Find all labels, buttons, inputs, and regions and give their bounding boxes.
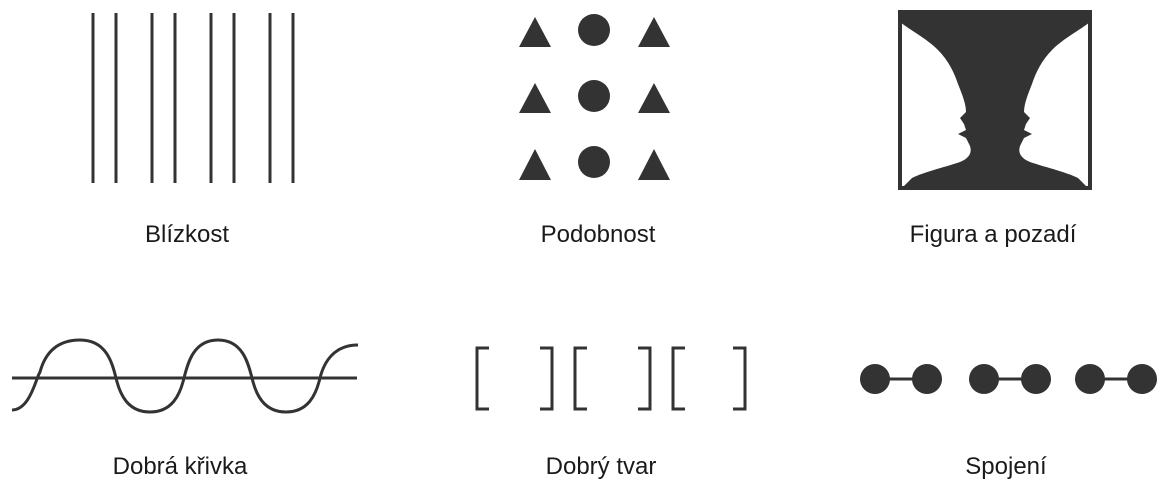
dot-shape xyxy=(1127,364,1157,394)
circle-shape xyxy=(578,80,610,112)
good-form-label: Dobrý tvar xyxy=(546,453,657,479)
similarity-label: Podobnost xyxy=(541,221,656,248)
similarity-figure xyxy=(519,14,670,180)
connectedness-label: Spojení xyxy=(965,453,1047,479)
triangle-shape xyxy=(519,83,551,113)
dot-shape xyxy=(1021,364,1051,394)
connectedness-figure xyxy=(860,364,1157,394)
triangle-shape xyxy=(519,149,551,180)
circle-shape xyxy=(578,14,610,46)
good-continuation-label: Dobrá křivka xyxy=(113,453,248,479)
left-bracket-icon xyxy=(673,348,685,409)
proximity-label: Blízkost xyxy=(145,221,229,248)
figure-ground-label: Figura a pozadí xyxy=(910,221,1077,248)
good-continuation-figure xyxy=(12,340,358,412)
wave-curve xyxy=(12,340,358,412)
triangle-shape xyxy=(638,149,670,180)
good-form-figure xyxy=(477,348,745,409)
dot-shape xyxy=(860,364,890,394)
dot-shape xyxy=(912,364,942,394)
right-bracket-icon xyxy=(733,348,745,409)
dot-shape xyxy=(969,364,999,394)
right-bracket-icon xyxy=(638,348,650,409)
left-bracket-icon xyxy=(477,348,489,409)
figure-ground-figure xyxy=(900,12,1090,188)
proximity-figure xyxy=(93,13,293,183)
right-bracket-icon xyxy=(540,348,552,409)
triangle-shape xyxy=(638,83,670,113)
circle-shape xyxy=(578,146,610,178)
triangle-shape xyxy=(638,17,670,47)
triangle-shape xyxy=(519,17,551,47)
dot-shape xyxy=(1075,364,1105,394)
left-bracket-icon xyxy=(575,348,587,409)
